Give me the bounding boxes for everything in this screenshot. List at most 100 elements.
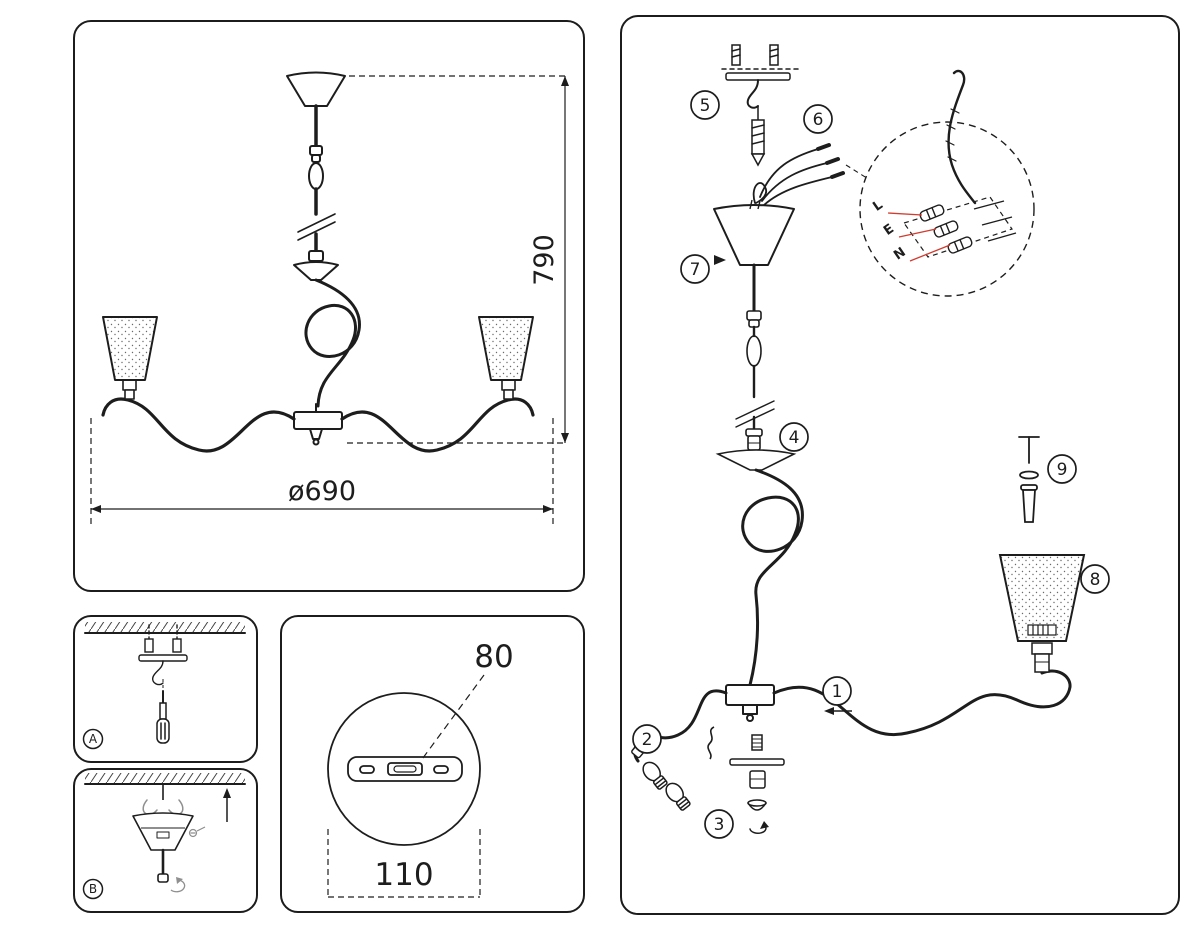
insert-arrow-icon <box>824 707 852 715</box>
step-4-number: 4 <box>789 428 800 448</box>
panel-step-b: B <box>73 768 258 913</box>
step-5-badge: 5 <box>690 90 720 120</box>
mounting-bracket <box>138 654 188 662</box>
step-7-number: 7 <box>690 260 701 280</box>
lamp-shade-left <box>102 316 158 381</box>
step-6-number: 6 <box>813 110 824 130</box>
supply-cable <box>945 69 977 205</box>
overview-drawing: 790 ø690 <box>90 71 569 528</box>
stem-chain-column <box>715 263 797 471</box>
arrowhead-left-icon <box>91 505 101 513</box>
dim-height-label: 790 <box>529 234 560 286</box>
shade-socket <box>1031 642 1053 673</box>
detail-leader-line <box>845 164 871 181</box>
lamp-shade-right <box>478 316 534 381</box>
center-bowl <box>715 449 797 471</box>
panel-assembly-exploded: 5 6 <box>620 15 1180 915</box>
wall-anchor-icon <box>769 44 779 66</box>
step-4-badge: 4 <box>779 422 809 452</box>
canopy-step7 <box>713 199 795 266</box>
ceiling-section <box>84 773 246 785</box>
finial-step9 <box>1018 436 1040 523</box>
mounting-bracket <box>725 72 791 81</box>
step-b-label: B <box>89 882 97 896</box>
step-a-label: A <box>89 732 98 746</box>
ceiling-hook <box>746 79 759 109</box>
mounting-plate <box>347 756 463 782</box>
stem-coupler <box>308 250 324 262</box>
ceiling-section <box>84 622 246 634</box>
wire-label-leaders <box>887 212 951 262</box>
step-2-badge: 2 <box>632 724 662 754</box>
rotate-arrow-icon <box>170 877 186 893</box>
arm-right <box>340 397 535 453</box>
wire-connectors <box>919 200 1017 254</box>
socket-left <box>122 379 137 400</box>
canopy-mounted <box>132 812 194 851</box>
stem-connector <box>309 145 323 163</box>
center-finial <box>309 428 323 446</box>
decorative-scroll <box>741 468 804 687</box>
socket-right <box>501 379 516 400</box>
center-body-step1 <box>725 684 775 722</box>
fastener-stack-step3 <box>729 734 785 834</box>
panel-overview-dimensions: 790 ø690 <box>73 20 585 592</box>
plate-slot-right <box>433 765 449 774</box>
arrowhead-right-icon <box>543 505 553 513</box>
dim-diameter-lines <box>90 418 554 528</box>
step-7-badge: 7 <box>680 254 710 284</box>
step-6-badge: 6 <box>803 104 833 134</box>
arrowhead-up-icon <box>561 76 569 86</box>
hook-hardware-step5 <box>721 44 799 167</box>
step-3-badge: 3 <box>704 809 734 839</box>
step-b-badge: B <box>82 878 104 900</box>
dim-slot-label: 80 <box>474 639 513 675</box>
center-bowl <box>293 261 339 281</box>
step-9-badge: 9 <box>1047 454 1077 484</box>
chandelier-front-view <box>101 71 535 453</box>
wall-anchor-icon <box>172 638 182 653</box>
anchor-hook-hardware <box>138 624 188 686</box>
light-bulb-icon <box>665 782 691 811</box>
length-break-symbol <box>297 213 336 241</box>
shade-step8 <box>998 554 1086 673</box>
shade-holder <box>1027 624 1057 636</box>
step-a-drawing: A <box>82 622 246 750</box>
coupler-step4 <box>745 428 763 451</box>
step-a-badge: A <box>82 728 104 750</box>
arm-right <box>772 669 1072 737</box>
wall-anchor-icon <box>144 638 154 653</box>
pointer-arrow-icon <box>714 255 726 265</box>
wire-ferrule <box>816 143 831 151</box>
step-8-number: 8 <box>1090 570 1101 590</box>
step-5-number: 5 <box>700 96 711 116</box>
wiring-detail-circle: L E N <box>859 69 1035 297</box>
plate-slot-left <box>359 765 375 774</box>
lamp-shade <box>998 554 1086 642</box>
dim-width-label: 110 <box>374 857 433 893</box>
lamp-top-wires <box>752 143 845 206</box>
step-8-badge: 8 <box>1080 564 1110 594</box>
dim-width-lines <box>327 829 481 898</box>
wire-ferrule <box>825 157 840 165</box>
leader-line-80 <box>419 674 485 763</box>
chain-link <box>746 335 762 367</box>
step-b-drawing: B <box>82 773 246 900</box>
side-screw-icon <box>188 826 206 838</box>
dim-height-lines <box>347 75 569 444</box>
ceiling-hook <box>151 660 164 686</box>
safety-hook <box>707 726 715 760</box>
panel-plate-detail: 80 110 <box>280 615 585 913</box>
wall-anchor-icon <box>731 44 741 66</box>
wire-ferrule <box>830 171 845 179</box>
bulbs-step2 <box>642 761 691 811</box>
up-arrow-icon <box>223 788 231 822</box>
step-2-number: 2 <box>642 730 653 750</box>
step-9-number: 9 <box>1057 460 1068 480</box>
rotate-arrow-icon <box>749 821 769 834</box>
arm-left <box>101 397 296 453</box>
center-body <box>293 411 343 430</box>
step-3-number: 3 <box>714 815 725 835</box>
ceiling-canopy <box>286 71 346 107</box>
plate-detail-drawing: 80 110 <box>327 639 514 898</box>
